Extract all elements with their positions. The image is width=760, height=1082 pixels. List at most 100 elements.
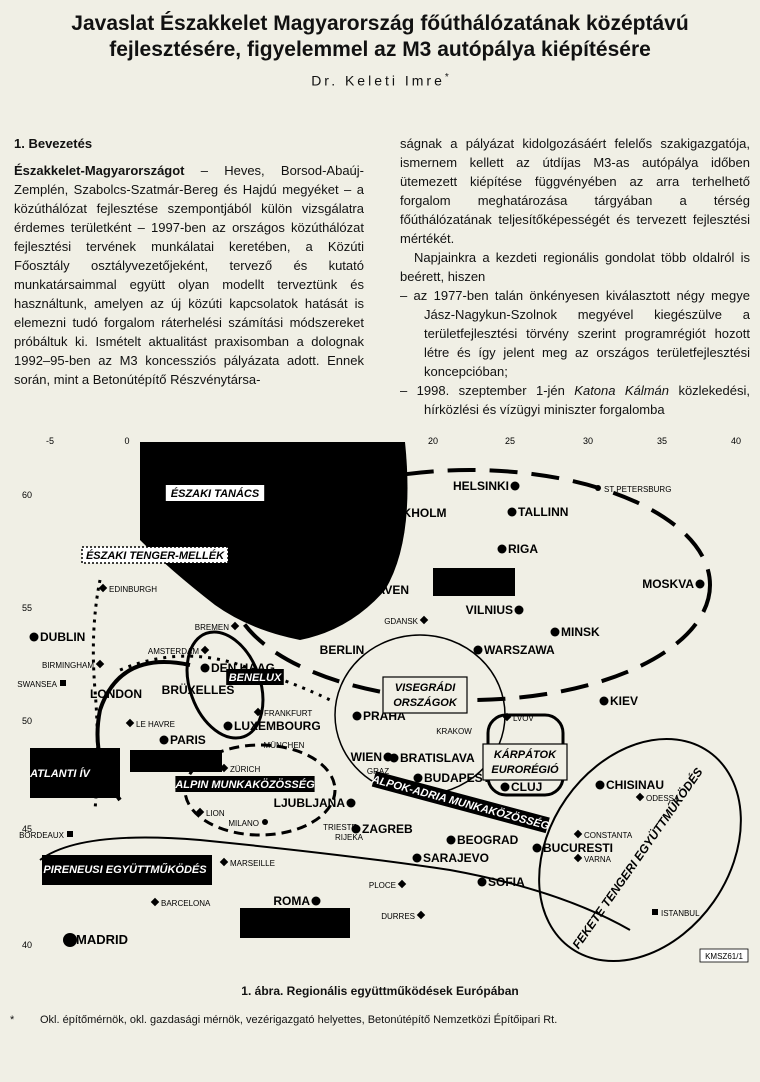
region-label-text: ORSZÁGOK [393, 696, 458, 709]
city-dot-icon [599, 696, 609, 706]
city-diamond-icon [219, 857, 229, 867]
map-code: KMSZ61/1 [699, 948, 749, 963]
city-label: WARSZAWA [484, 643, 555, 657]
figure-caption: 1. ábra. Regionális együttműködések Euró… [241, 984, 519, 998]
city-tallinn: TALLINN [507, 505, 568, 519]
city-bordeaux: BORDEAUX [19, 831, 73, 840]
city-label: BREMEN [195, 623, 229, 632]
city-diamond-icon [125, 718, 135, 728]
city-warszawa: WARSZAWA [473, 643, 555, 657]
city-square-icon [60, 680, 66, 686]
right-dash-2-a: – 1998. szeptember 1-jén [400, 383, 575, 398]
city-label: TRIESTE [323, 823, 357, 832]
author: Dr. Keleti Imre* [0, 72, 760, 89]
x-tick-label: 0 [124, 436, 129, 446]
city-milano: MILANO [228, 819, 268, 828]
region-label-benelux: BENELUX [226, 669, 284, 685]
right-column: ságnak a pályázat kidolgozásáért felelős… [400, 134, 750, 419]
city-label: SWANSEA [17, 680, 57, 689]
region-label-text: BENELUX [229, 672, 282, 684]
baltic-dashed-outline [228, 468, 712, 702]
city-label: STOCKHOLM [369, 506, 446, 520]
city-le-havre: LE HAVRE [125, 718, 175, 729]
city-dot-icon [413, 773, 423, 783]
region-label-pireneusi-egyuttmukodes: PIRENEUSI EGYÜTTMŰKÖDÉS [43, 863, 207, 876]
city-label: CLUJ [511, 780, 542, 794]
city-label: BRÜXELLES [162, 682, 235, 697]
city-label: MINSK [561, 625, 600, 639]
city-label: DUBLIN [40, 630, 85, 644]
city-dot-icon [514, 605, 524, 615]
city-wien: WIEN [351, 750, 393, 764]
city-label: PLOCE [369, 881, 396, 890]
city-graz: GRAZ [367, 767, 389, 776]
city-zurich: ZÜRICH [219, 763, 260, 774]
city-dot-icon [389, 753, 399, 763]
city-krakow: KRAKOW [436, 727, 472, 736]
city-diamond-icon [502, 712, 512, 722]
city-label: ZÜRICH [230, 765, 260, 774]
city-bremen: BREMEN [195, 621, 240, 632]
city-dublin: DUBLIN [29, 630, 85, 644]
baltic-block [433, 568, 515, 596]
city-moskva: MOSKVA [642, 577, 705, 591]
city-diamond-icon [397, 879, 407, 889]
city-chisinau: CHISINAU [595, 778, 664, 792]
city-dot-icon [550, 627, 560, 637]
author-name: Dr. Keleti Imre [311, 72, 445, 89]
city-diamond-icon [200, 645, 210, 655]
city-label: MARSEILLE [230, 859, 275, 868]
city-dot-icon [446, 835, 456, 845]
city-helsinki: HELSINKI [453, 479, 520, 493]
city-barcelona: BARCELONA [150, 897, 211, 908]
x-tick-label: 30 [583, 436, 593, 446]
city-label: WIEN [351, 750, 382, 764]
city-label: PARIS [170, 733, 206, 747]
right-paragraph-2: Napjainkra a kezdeti regionális gondolat… [400, 250, 750, 284]
city-bucuresti: BUCURESTI [532, 841, 613, 855]
city-dot-icon [262, 819, 268, 825]
city-dot-icon [223, 721, 233, 731]
city-label: KIEV [610, 694, 638, 708]
map-cities: HELSINKI ST PETERSBURG STOCKHOLM TALLINN RIG… [17, 479, 705, 947]
x-tick-label: 20 [428, 436, 438, 446]
city-gdansk: GDANSK [384, 615, 429, 626]
city-cluj: CLUJ [500, 780, 542, 794]
city-dot-icon [477, 877, 487, 887]
city-label: BORDEAUX [19, 831, 65, 840]
city-dot-icon [532, 843, 542, 853]
city-label: LE HAVRE [136, 720, 175, 729]
city-label: HELSINKI [453, 479, 509, 493]
city-budapest: BUDAPEST [413, 771, 491, 785]
city-riga: RIGA [497, 542, 538, 556]
city-haven: HAVEN [368, 583, 409, 597]
city-stockholm: STOCKHOLM [369, 506, 446, 520]
city-label: ROMA [273, 894, 310, 908]
city-st-petersburg: ST PETERSBURG [595, 485, 671, 494]
city-label: VARNA [584, 855, 612, 864]
right-paragraph-1: ságnak a pályázat kidolgozásáért felelős… [400, 136, 750, 246]
author-footnote-mark: * [444, 72, 449, 83]
city-label: BIRMINGHAM [42, 661, 94, 670]
city-diamond-icon [230, 621, 240, 631]
city-label: LJUBLJANA [274, 796, 346, 810]
city-beograd: BEOGRAD [446, 833, 519, 847]
right-dash-item-1: – az 1977-ben talán önkényesen kiválaszt… [400, 288, 750, 379]
city-label: VILNIUS [466, 603, 513, 617]
city-label: BUCURESTI [543, 841, 613, 855]
right-dash-item-2: – 1998. szeptember 1-jén Katona Kálmán k… [400, 381, 750, 419]
city-label: HAVEN [368, 583, 409, 597]
city-bratislava: BRATISLAVA [389, 751, 475, 765]
city-diamond-icon [573, 853, 583, 863]
city-dot-icon [351, 824, 361, 834]
city-label: BUDAPEST [424, 771, 491, 785]
city-label: GDANSK [384, 617, 418, 626]
city-diamond-icon [416, 910, 426, 920]
city-dot-icon [412, 853, 422, 863]
title-line-2: fejlesztésére, figyelemmel az M3 autópál… [109, 38, 651, 61]
city-dot-icon [510, 481, 520, 491]
black-sea-outline [538, 737, 742, 963]
city-label: AMSTERDAM [148, 647, 199, 656]
y-tick-label: 55 [22, 603, 32, 613]
